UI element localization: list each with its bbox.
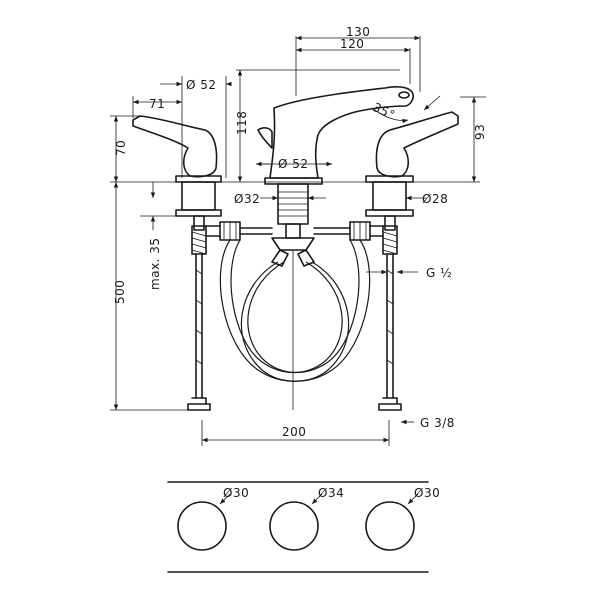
label-dia32: Ø32 xyxy=(234,192,260,206)
label-dia52-mid: Ø 52 xyxy=(278,157,309,171)
label-120: 120 xyxy=(340,37,364,51)
label-dia30-left: Ø30 xyxy=(223,486,249,500)
dimension-labels: 130 120 Ø 52 71 118 70 93 35° Ø 52 Ø32 Ø… xyxy=(113,25,487,500)
label-200: 200 xyxy=(282,425,306,439)
label-dia34: Ø34 xyxy=(318,486,344,500)
label-71: 71 xyxy=(149,97,165,111)
label-118: 118 xyxy=(235,111,249,135)
flexible-hoses xyxy=(219,239,371,382)
label-dia28: Ø28 xyxy=(422,192,448,206)
label-dia52-top: Ø 52 xyxy=(186,78,217,92)
mounting-holes-plan xyxy=(167,481,429,573)
label-dia30-right: Ø30 xyxy=(414,486,440,500)
spout xyxy=(257,86,414,410)
label-130: 130 xyxy=(346,25,370,39)
label-70: 70 xyxy=(114,140,128,156)
right-handle xyxy=(365,111,459,411)
dimension-lines xyxy=(113,35,477,443)
label-93: 93 xyxy=(473,124,487,140)
left-handle xyxy=(132,115,222,411)
label-g38: G 3/8 xyxy=(420,416,455,430)
label-g12: G ½ xyxy=(426,266,452,280)
hose-connectors xyxy=(205,221,384,267)
label-max35: max. 35 xyxy=(148,237,162,290)
extension-lines xyxy=(110,36,486,446)
label-500: 500 xyxy=(113,280,127,304)
